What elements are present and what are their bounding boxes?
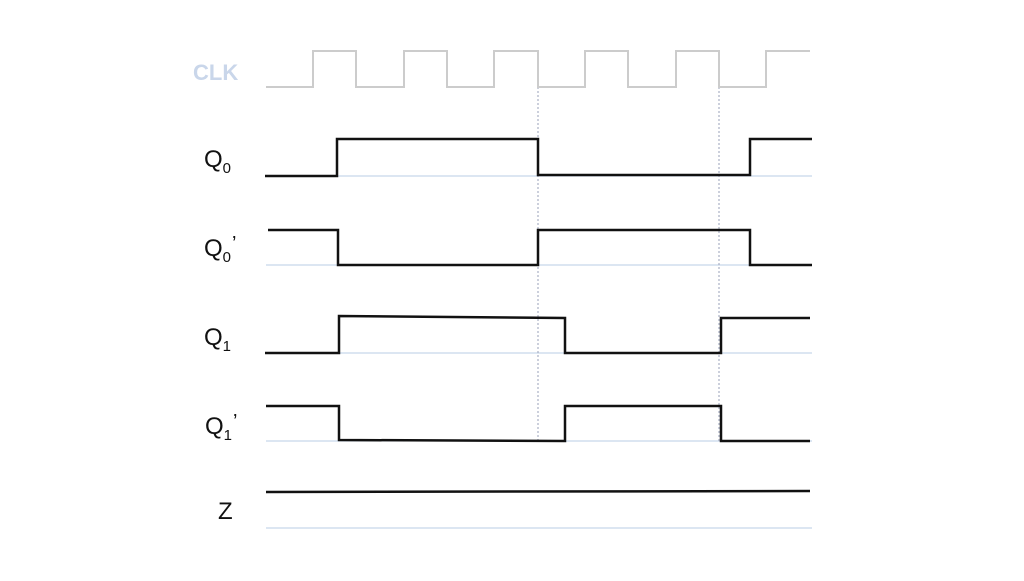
label-clk: CLK (193, 62, 238, 84)
label-q0-sub: 0 (222, 160, 232, 177)
label-clk-base: CLK (193, 60, 239, 85)
label-q0: Q0 (204, 146, 232, 177)
label-z: Z (218, 500, 233, 524)
label-q0bar: Q0’ (204, 234, 236, 266)
label-q1-base: Q (204, 324, 223, 351)
waveform-clk (266, 50, 810, 88)
waveform-q1 (265, 314, 810, 355)
waveform-q0bar (268, 228, 812, 267)
label-q0bar-sub: 0 (222, 249, 232, 266)
label-q0bar-prime: ’ (232, 233, 237, 255)
label-z-base: Z (218, 498, 233, 525)
label-q1bar: Q1’ (205, 412, 237, 444)
label-q1: Q1 (204, 324, 232, 355)
waveform-q1bar (266, 404, 810, 443)
waveform-q0 (265, 137, 812, 178)
label-q0-base: Q (204, 146, 223, 173)
label-q1bar-sub: 1 (223, 427, 233, 444)
label-q1bar-base: Q (205, 413, 224, 440)
label-q0bar-base: Q (204, 235, 223, 262)
waveform-z (265, 489, 811, 494)
label-q1-sub: 1 (222, 338, 232, 355)
label-q1bar-prime: ’ (233, 411, 238, 433)
